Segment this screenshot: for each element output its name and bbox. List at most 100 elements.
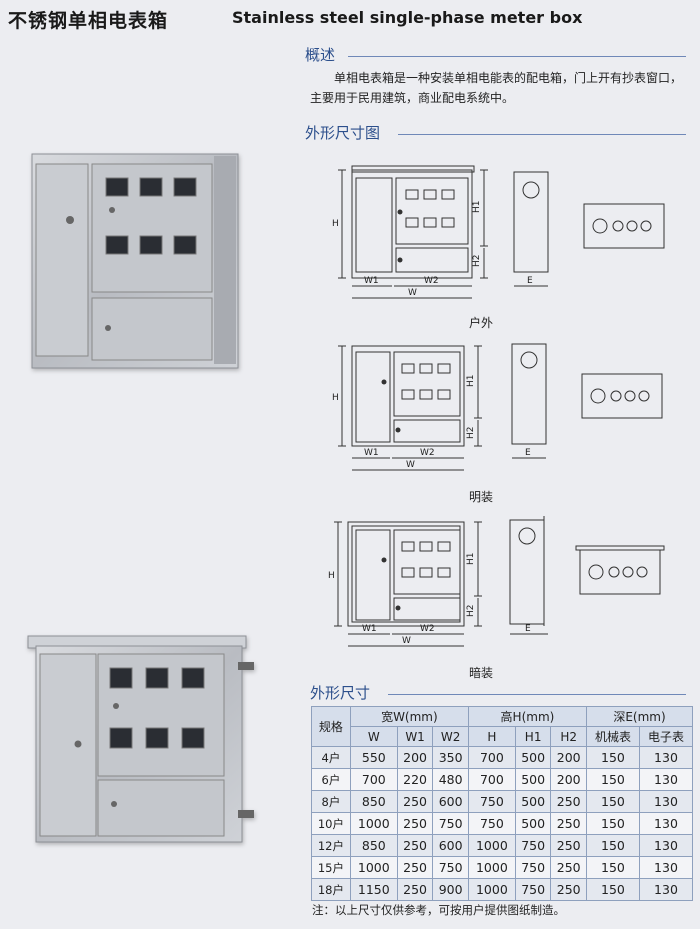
table-cell: 1000 — [467, 878, 516, 901]
header-height: 高H(mm) — [467, 706, 587, 727]
table-cell: 700 — [349, 768, 398, 791]
table-cell: 150 — [585, 746, 640, 769]
dimensions-divider — [388, 694, 686, 695]
header-depth: 深E(mm) — [585, 706, 694, 727]
svg-text:H1: H1 — [472, 201, 482, 214]
table-cell: 750 — [432, 812, 469, 835]
table-cell: 250 — [550, 856, 587, 879]
svg-text:H: H — [328, 571, 335, 581]
svg-text:W: W — [408, 288, 417, 298]
svg-text:H2: H2 — [466, 427, 476, 440]
drawing-outdoor: H H1 H2 W1 W2 W E — [332, 165, 665, 299]
overview-heading: 概述 — [305, 46, 336, 64]
drawings-heading: 外形尺寸图 — [305, 124, 381, 142]
table-cell: 130 — [638, 834, 694, 857]
table-cell: 700 — [467, 746, 516, 769]
subheader: W1 — [396, 726, 434, 747]
subheader: H — [467, 726, 516, 747]
table-cell: 150 — [585, 878, 640, 901]
table-cell: 750 — [432, 856, 469, 879]
caption-flush: 暗装 — [469, 666, 494, 680]
overview-divider — [348, 56, 686, 57]
svg-text:E: E — [527, 276, 533, 286]
dimensions-table: 规格 宽W(mm) 高H(mm) 深E(mm) W W1 W2 H H1 H2 … — [311, 706, 694, 901]
row-spec-cell: 18户 — [311, 878, 351, 901]
drawing-flush: H H1 H2 W1 W2 W E — [328, 516, 665, 647]
row-spec-cell: 15户 — [311, 856, 351, 879]
table-cell: 130 — [638, 856, 694, 879]
table-cell: 200 — [550, 746, 587, 769]
caption-surface: 明装 — [469, 490, 494, 504]
table-cell: 250 — [396, 834, 434, 857]
table-cell: 700 — [467, 768, 516, 791]
table-cell: 1000 — [467, 834, 516, 857]
caption-outdoor: 户外 — [469, 316, 494, 330]
table-cell: 130 — [638, 812, 694, 835]
meter-box-photo-1 — [31, 153, 239, 369]
table-cell: 480 — [432, 768, 469, 791]
table-cell: 1000 — [349, 856, 398, 879]
table-cell: 250 — [550, 812, 587, 835]
table-cell: 130 — [638, 878, 694, 901]
svg-text:W1: W1 — [362, 624, 377, 634]
table-cell: 150 — [585, 856, 640, 879]
subheader: H2 — [550, 726, 587, 747]
dimensions-heading: 外形尺寸 — [310, 684, 371, 702]
table-cell: 1000 — [349, 812, 398, 835]
svg-text:H: H — [332, 393, 339, 403]
table-cell: 750 — [514, 834, 552, 857]
table-cell: 500 — [514, 790, 552, 813]
row-spec-cell: 8户 — [311, 790, 351, 813]
subheader: W — [349, 726, 398, 747]
row-spec-cell: 4户 — [311, 746, 351, 769]
table-cell: 600 — [432, 790, 469, 813]
svg-text:W1: W1 — [364, 276, 379, 286]
drawing-surface: H H1 H2 W1 W2 W E — [332, 343, 663, 471]
table-cell: 250 — [396, 856, 434, 879]
table-cell: 850 — [349, 790, 398, 813]
table-cell: 130 — [638, 746, 694, 769]
table-cell: 200 — [550, 768, 587, 791]
svg-text:E: E — [525, 624, 531, 634]
overview-text: 单相电表箱是一种安装单相电能表的配电箱，门上开有抄表窗口，主要用于民用建筑，商业… — [310, 71, 683, 105]
table-cell: 130 — [638, 790, 694, 813]
table-cell: 250 — [396, 790, 434, 813]
svg-text:W2: W2 — [424, 276, 439, 286]
table-cell: 220 — [396, 768, 434, 791]
table-cell: 500 — [514, 746, 552, 769]
table-cell: 150 — [585, 768, 640, 791]
page-title-en: Stainless steel single-phase meter box — [232, 8, 583, 27]
table-cell: 750 — [514, 878, 552, 901]
header-spec: 规格 — [311, 706, 351, 747]
svg-text:W: W — [402, 636, 411, 646]
table-cell: 1150 — [349, 878, 398, 901]
svg-text:W2: W2 — [420, 448, 435, 458]
svg-text:H2: H2 — [472, 255, 482, 268]
header-width: 宽W(mm) — [349, 706, 469, 727]
table-cell: 750 — [467, 812, 516, 835]
drawings-divider — [398, 134, 686, 135]
table-cell: 500 — [514, 768, 552, 791]
svg-text:E: E — [525, 448, 531, 458]
table-cell: 1000 — [467, 856, 516, 879]
svg-text:W: W — [406, 460, 415, 470]
table-cell: 850 — [349, 834, 398, 857]
row-spec-cell: 10户 — [311, 812, 351, 835]
svg-text:H1: H1 — [466, 375, 476, 388]
svg-text:W1: W1 — [364, 448, 379, 458]
table-cell: 750 — [514, 856, 552, 879]
page-title-cn: 不锈钢单相电表箱 — [8, 10, 169, 32]
row-spec-cell: 12户 — [311, 834, 351, 857]
table-cell: 250 — [550, 790, 587, 813]
meter-box-photo-2 — [27, 635, 254, 843]
row-spec-cell: 6户 — [311, 768, 351, 791]
svg-text:H2: H2 — [466, 605, 476, 618]
svg-text:W2: W2 — [420, 624, 435, 634]
